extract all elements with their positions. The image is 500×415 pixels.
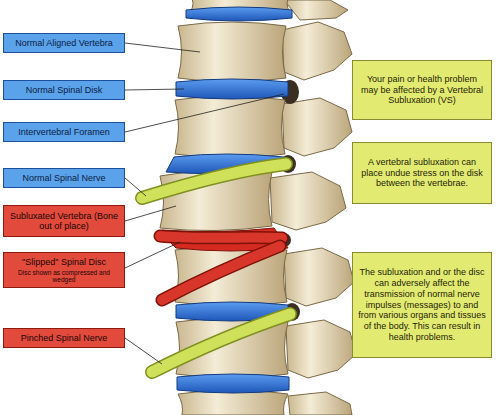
note-box: Your pain or health problem may be affec… xyxy=(352,60,492,120)
leader-line xyxy=(125,43,200,52)
label-text: Your pain or health problem may be affec… xyxy=(358,74,486,106)
normal-nerve xyxy=(142,164,286,198)
note-text: Disc shown as compressed and wedged xyxy=(8,269,120,283)
nerve-outline xyxy=(142,164,286,198)
label-text: Pinched Spinal Nerve xyxy=(21,333,108,343)
spinal-disc xyxy=(176,79,288,99)
anatomy-label: Normal Spinal Nerve xyxy=(3,168,125,188)
label-text: Normal Spinal Nerve xyxy=(22,173,105,183)
vertebra-body xyxy=(178,22,286,82)
label-text: The subluxation and or the disc can adve… xyxy=(358,267,486,343)
spinous-process xyxy=(282,22,352,80)
spinous-process xyxy=(284,248,354,306)
note-box: A vertebral subluxation can place undue … xyxy=(352,142,492,204)
label-text: Normal Spinal Disk xyxy=(26,85,103,95)
anatomy-label: Normal Spinal Disk xyxy=(3,80,125,100)
nerve-outline xyxy=(160,236,282,238)
vertebra-body xyxy=(178,390,288,415)
leader-line xyxy=(125,178,146,196)
anatomy-label: Intervertebral Foramen xyxy=(3,122,125,142)
problem-label: Subluxated Vertebra (Bone out of place) xyxy=(3,205,125,237)
note-box: The subluxation and or the disc can adve… xyxy=(352,252,492,358)
label-text: Intervertebral Foramen xyxy=(18,127,110,137)
spinous-process xyxy=(270,172,346,230)
leader-line xyxy=(125,94,284,132)
irritated-nerve xyxy=(162,246,280,300)
irritated-nerve xyxy=(160,236,282,238)
problem-label: Pinched Spinal Nerve xyxy=(3,328,125,348)
pinched-nerve xyxy=(152,314,290,372)
label-text: A vertebral subluxation can place undue … xyxy=(358,157,486,189)
spinous-process xyxy=(288,392,352,415)
vertebra-body xyxy=(175,96,285,158)
spinal-disc xyxy=(177,374,289,393)
anatomy-label: Normal Aligned Vertebra xyxy=(3,33,125,53)
spinal-disc xyxy=(186,7,292,21)
leader-line xyxy=(125,206,176,221)
spinous-process xyxy=(286,320,356,378)
label-text: "Slipped" Spinal Disc xyxy=(22,257,106,267)
leader-line xyxy=(125,338,162,364)
leader-line xyxy=(125,89,184,90)
spinous-process xyxy=(282,98,352,156)
spinous-process xyxy=(284,0,348,20)
nerve-outline xyxy=(152,314,290,372)
label-text: Subluxated Vertebra (Bone out of place) xyxy=(8,211,120,232)
leader-line xyxy=(125,242,180,268)
label-text: Normal Aligned Vertebra xyxy=(15,38,113,48)
nerve-outline xyxy=(162,246,280,300)
problem-label: "Slipped" Spinal DiscDisc shown as compr… xyxy=(3,252,125,288)
